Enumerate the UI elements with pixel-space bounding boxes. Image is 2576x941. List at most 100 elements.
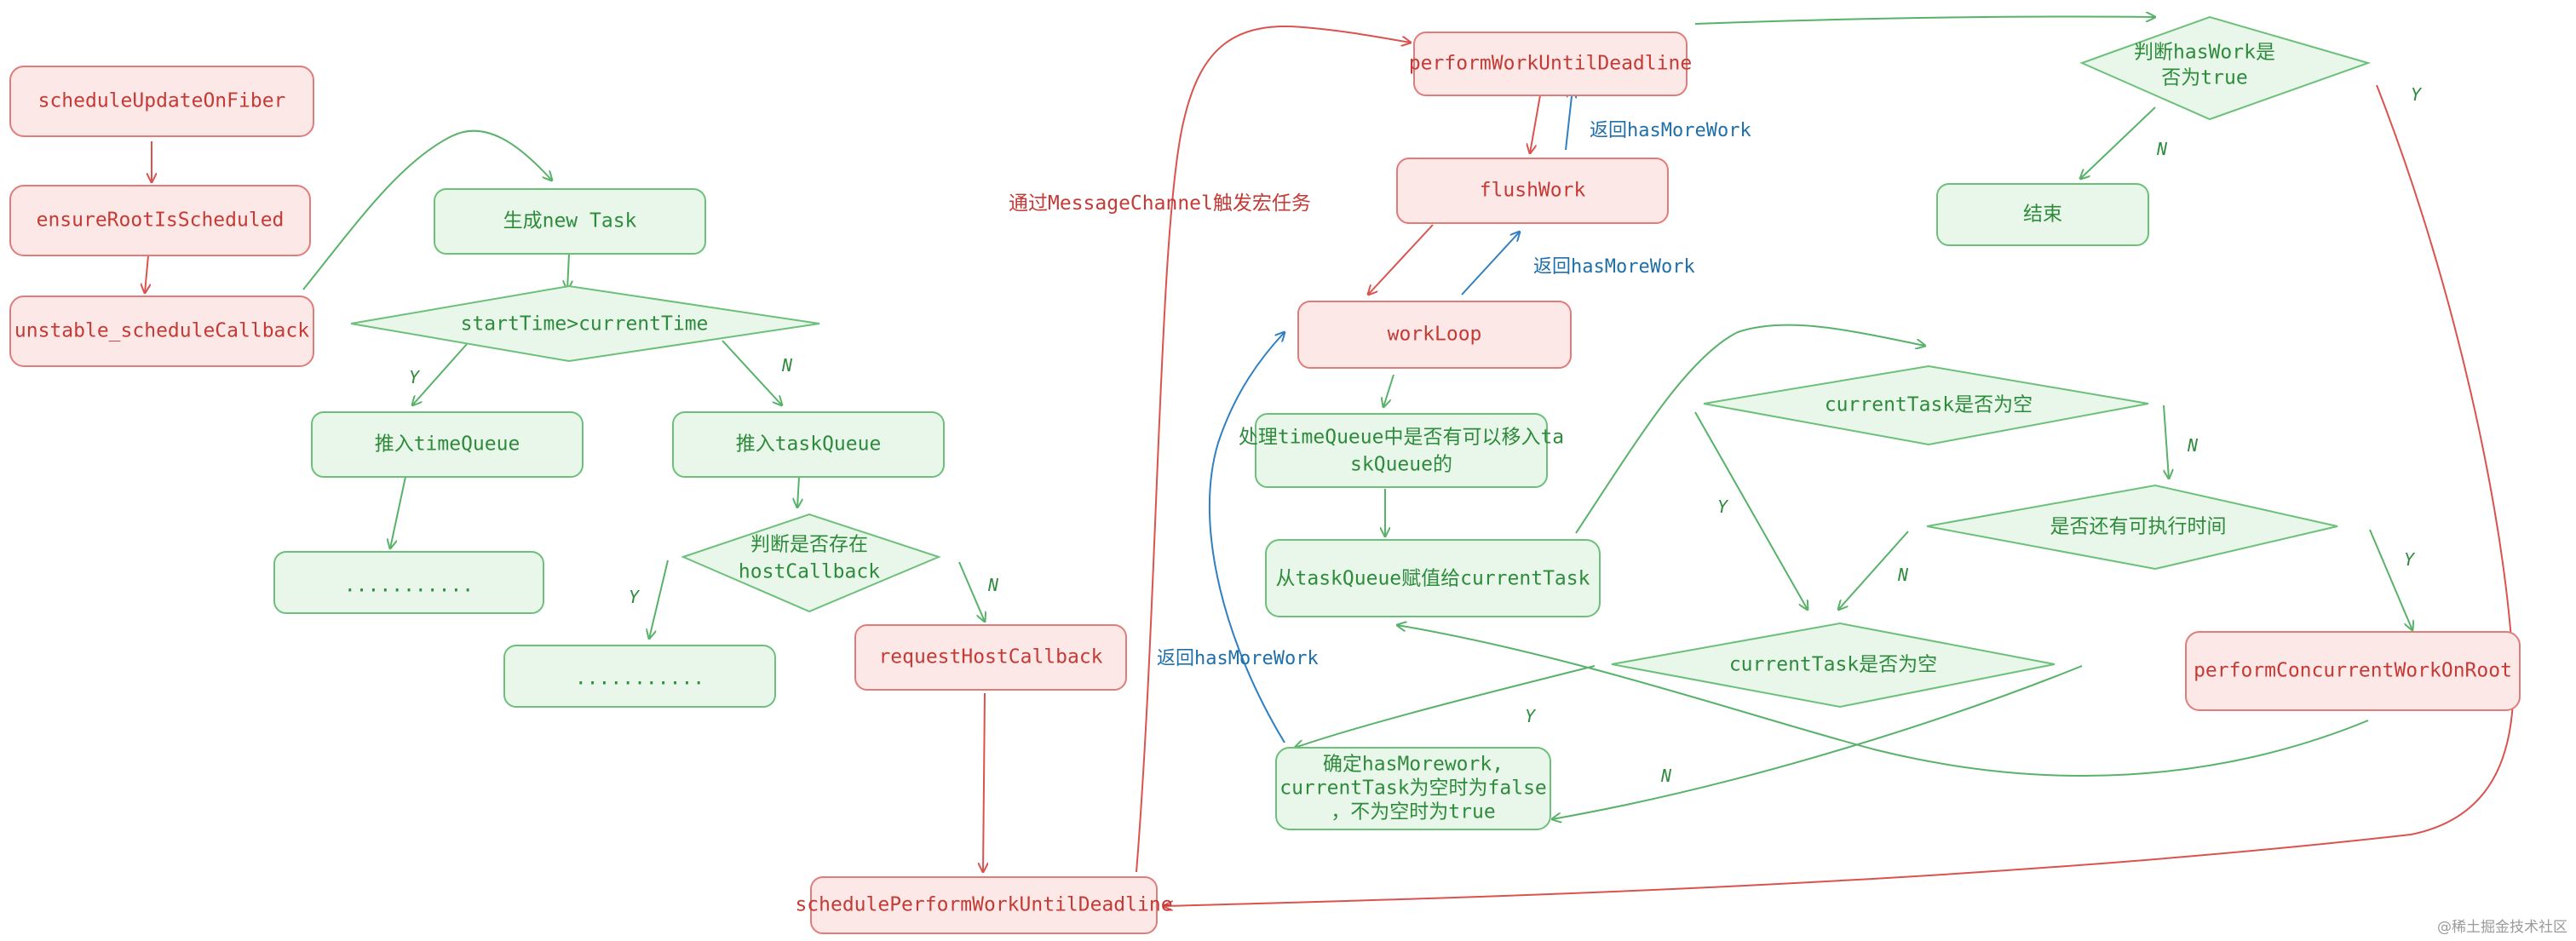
edge-has-work-yes-loop [1164, 84, 2515, 906]
node-assign-current-task: 从taskQueue赋值给currentTask [1265, 539, 1601, 617]
watermark: @稀土掘金技术社区 [2437, 919, 2567, 936]
label-yes: Y [629, 587, 641, 607]
node-label: 处理timeQueue中是否有可以移入ta [1239, 427, 1564, 449]
node-end: 结束 [1936, 183, 2149, 246]
node-label: scheduleUpdateOnFiber [38, 90, 286, 112]
edge-decision-yes [412, 343, 468, 405]
edge-return-workloop-to-flush [1461, 232, 1520, 295]
edge-schedule-to-new-task [302, 129, 552, 290]
node-label: currentTask是否为空 [1729, 654, 1937, 676]
node-work-loop: workLoop [1297, 301, 1572, 369]
edge-check-yes [649, 559, 669, 639]
node-ensure-root-is-scheduled: ensureRootIsScheduled [9, 185, 311, 256]
node-schedule-perform-work-until-deadline: schedulePerformWorkUntilDeadline [795, 876, 1173, 934]
edge-request-to-schedule-perform [983, 692, 985, 872]
node-label: ........... [575, 668, 704, 690]
label-yes: Y [2411, 84, 2423, 105]
label-return-has-more-work: 返回hasMoreWork [1533, 256, 1695, 278]
label-message-channel: 通过MessageChannel触发宏任务 [1009, 192, 1311, 215]
node-label: currentTask为空时为false [1279, 777, 1547, 800]
node-label: 是否还有可执行时间 [2050, 516, 2227, 538]
node-label: currentTask是否为空 [1825, 394, 2033, 416]
node-label: hostCallback [739, 561, 880, 583]
node-label: 推入taskQueue [736, 433, 882, 456]
edge-has-work-no [2080, 106, 2156, 179]
node-schedule-update-on-fiber: scheduleUpdateOnFiber [9, 66, 314, 137]
node-label: skQueue的 [1350, 454, 1452, 476]
edge-top-check-yes [1694, 411, 1808, 610]
edge-task-queue-to-check [797, 476, 799, 508]
edge-perform-to-has-work [1694, 16, 2155, 25]
node-label: ，不为空时为true [1331, 801, 1495, 823]
node-perform-work-until-deadline: performWorkUntilDeadline [1409, 32, 1692, 96]
label-no: N [2156, 139, 2168, 159]
decision-start-time: startTime>currentTime [350, 284, 820, 363]
label-no: N [1897, 565, 1909, 585]
node-new-task: 生成new Task [434, 188, 706, 255]
node-push-time-queue: 推入timeQueue [311, 411, 584, 478]
node-label: requestHostCallback [878, 646, 1102, 668]
node-label: unstable_scheduleCallback [14, 320, 309, 342]
edge-perform-to-flush [1530, 95, 1541, 153]
node-unstable-schedule-callback: unstable_scheduleCallback [9, 295, 314, 367]
node-push-task-queue: 推入taskQueue [672, 411, 945, 478]
edge-check-no [958, 561, 985, 622]
edges [145, 16, 2515, 906]
edge-has-time-no [1838, 531, 1909, 610]
node-label: workLoop [1388, 324, 1482, 346]
node-label: 生成new Task [503, 210, 637, 232]
edge-message-channel [1136, 26, 1411, 873]
node-label: 判断是否存在 [750, 534, 868, 556]
edge-return-flush-to-perform [1565, 89, 1573, 151]
node-label: flushWork [1480, 180, 1586, 202]
node-flush-work: flushWork [1396, 158, 1669, 224]
node-label: ........... [344, 575, 474, 597]
label-return-has-more-work: 返回hasMoreWork [1590, 120, 1751, 141]
edge-assign-to-top-check [1575, 324, 1925, 534]
node-label: schedulePerformWorkUntilDeadline [795, 894, 1172, 916]
edge-flush-to-workloop [1368, 224, 1434, 295]
node-placeholder-a: ........... [273, 551, 544, 614]
edge-ensure-to-schedule-callback [145, 255, 148, 293]
decision-has-time: 是否还有可执行时间 [1926, 484, 2338, 571]
label-return-has-more-work: 返回hasMoreWork [1157, 648, 1319, 669]
decision-current-task-empty-top: currentTask是否为空 [1703, 364, 2149, 446]
edge-bottom-check-no [1552, 665, 2083, 819]
node-perform-concurrent-work-on-root: performConcurrentWorkOnRoot [2185, 631, 2521, 711]
label-no: N [987, 575, 999, 595]
decision-host-callback: 判断是否存在 hostCallback [681, 513, 941, 613]
label-yes: Y [409, 367, 421, 387]
edge-top-check-no [2163, 405, 2169, 479]
label-no: N [781, 355, 793, 376]
edge-workloop-to-process [1383, 374, 1394, 407]
node-process-time-queue: 处理timeQueue中是否有可以移入ta skQueue的 [1239, 413, 1564, 488]
node-label: 结束 [2023, 204, 2062, 226]
edge-decision-no [722, 340, 782, 405]
label-yes: Y [1525, 706, 1537, 726]
node-determine-has-more-work: 确定hasMorework, currentTask为空时为false ，不为空… [1275, 747, 1551, 830]
label-no: N [2187, 435, 2199, 456]
label-no: N [1660, 766, 1672, 786]
edge-bottom-check-yes [1295, 665, 1596, 748]
label-yes: Y [2404, 549, 2416, 570]
node-label: startTime>currentTime [461, 313, 709, 336]
node-label: performConcurrentWorkOnRoot [2194, 660, 2512, 682]
node-label: 推入timeQueue [375, 433, 520, 456]
node-request-host-callback: requestHostCallback [854, 624, 1127, 691]
node-label: 从taskQueue赋值给currentTask [1276, 568, 1590, 590]
edge-concurrent-back-to-assign [1397, 625, 2369, 777]
node-label: 判断hasWork是 [2134, 42, 2275, 64]
decision-current-task-empty-bottom: currentTask是否为空 [1611, 622, 2056, 709]
node-label: 确定hasMorework, [1323, 754, 1504, 776]
node-label: 否为true [2161, 67, 2247, 89]
node-label: performWorkUntilDeadline [1409, 53, 1692, 75]
edge-return-determine-to-workloop [1208, 332, 1285, 743]
edge-time-queue-to-dots [390, 476, 406, 548]
label-yes: Y [1717, 496, 1729, 517]
edge-new-task-to-decision [567, 253, 569, 290]
edge-has-time-yes [2369, 529, 2412, 630]
node-placeholder-b: ........... [503, 645, 776, 708]
node-label: ensureRootIsScheduled [37, 209, 285, 232]
decision-has-work: 判断hasWork是 否为true [2079, 15, 2372, 121]
